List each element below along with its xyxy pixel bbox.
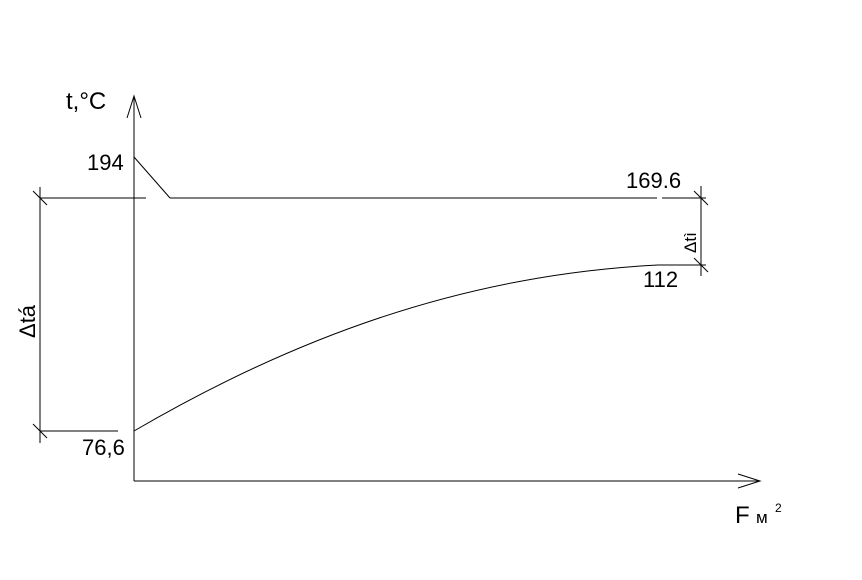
x-axis-label-main: F — [735, 502, 750, 529]
cold-fluid-curve — [133, 264, 706, 432]
y-axis-label: t,°C — [66, 88, 106, 115]
x-axis-label-unit: м — [756, 508, 768, 527]
y-axis — [126, 94, 142, 481]
cold-curve-line — [133, 264, 659, 432]
large-delta-top-tick — [32, 190, 48, 206]
cold-start-value: 76,6 — [82, 435, 125, 460]
cold-end-value: 112 — [643, 267, 678, 292]
small-delta-dimension — [693, 186, 709, 276]
hot-fluid-curve — [133, 156, 706, 199]
small-delta-label: Δtì — [681, 232, 700, 253]
y-axis-arrowhead — [126, 94, 142, 119]
small-delta-bottom-tick — [693, 257, 709, 273]
large-delta-bottom-tick — [32, 423, 48, 439]
small-delta-top-tick — [693, 190, 709, 206]
large-delta-dimension — [32, 187, 146, 443]
x-axis — [134, 473, 762, 489]
hot-curve-drop — [133, 156, 171, 199]
hot-start-value: 194 — [87, 150, 124, 175]
large-delta-label: Δtá — [15, 304, 40, 338]
x-axis-label-exponent: 2 — [775, 501, 782, 515]
x-axis-arrowhead — [737, 473, 762, 489]
hot-end-value: 169.6 — [626, 168, 681, 193]
